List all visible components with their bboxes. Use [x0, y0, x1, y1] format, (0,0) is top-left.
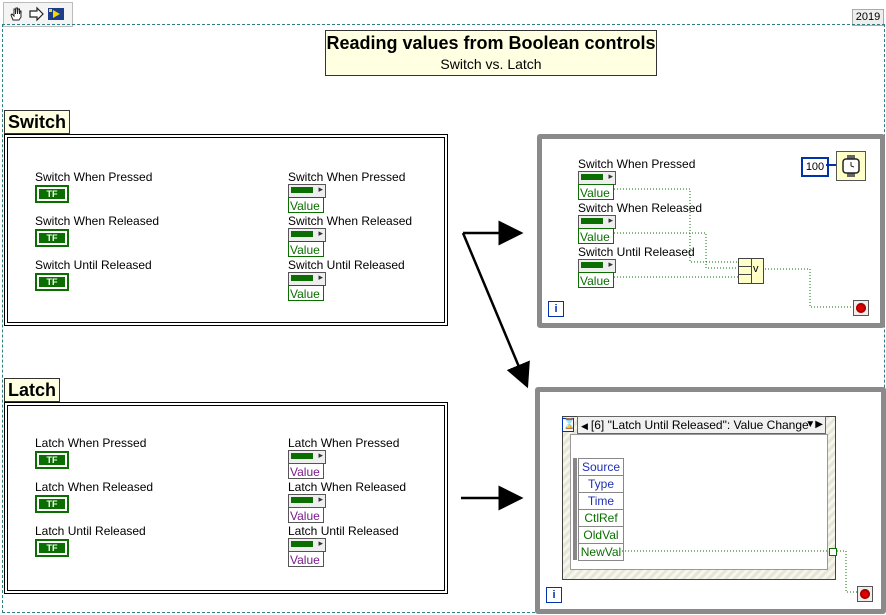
- latch-until-released-terminal[interactable]: TF: [35, 539, 69, 557]
- latch-until-released-pnode-label: Latch Until Released: [288, 524, 399, 538]
- compound-or-function[interactable]: v: [738, 258, 764, 284]
- event-data-type[interactable]: Type: [578, 475, 624, 493]
- loop2-iteration-terminal: i: [546, 587, 562, 603]
- switch-when-released-terminal[interactable]: TF: [35, 229, 69, 247]
- decrement-arrow-icon[interactable]: ◀: [581, 421, 588, 431]
- title-comment: Reading values from Boolean controls Swi…: [325, 30, 657, 76]
- loop1-iteration-terminal: i: [548, 301, 564, 317]
- switch-when-released-label: Switch When Released: [35, 214, 160, 228]
- loop1-switch-when-pressed-node[interactable]: ▸Value: [578, 171, 616, 201]
- latch-section-box: [4, 402, 448, 594]
- switch-when-pressed-property-node[interactable]: ▸Value: [288, 184, 326, 214]
- switch-section-label: Switch: [4, 110, 71, 134]
- loop2-stop-terminal[interactable]: [857, 586, 873, 602]
- arrow-switch-to-event: [461, 232, 530, 389]
- wait-wire: [826, 164, 836, 166]
- latch-until-released-property-node[interactable]: ▸Value: [288, 538, 326, 568]
- latch-when-released-label: Latch When Released: [35, 480, 154, 494]
- latch-when-released-pnode-label: Latch When Released: [288, 480, 407, 494]
- switch-when-pressed-terminal[interactable]: TF: [35, 185, 69, 203]
- event-data-time[interactable]: Time: [578, 492, 624, 510]
- dropdown-arrow-icon[interactable]: ▼▶: [805, 419, 823, 430]
- event-data-ctlref[interactable]: CtlRef: [578, 509, 624, 527]
- page-title: Reading values from Boolean controls: [326, 33, 656, 53]
- latch-when-released-terminal[interactable]: TF: [35, 495, 69, 513]
- highlight-bulb-icon[interactable]: [46, 4, 66, 24]
- latch-until-released-label: Latch Until Released: [35, 524, 146, 538]
- version-label: 2019: [852, 9, 884, 26]
- latch-when-pressed-terminal[interactable]: TF: [35, 451, 69, 469]
- switch-when-released-pnode-label: Switch When Released: [288, 214, 413, 228]
- loop1-pnode-label-released: Switch When Released: [578, 201, 703, 215]
- latch-when-pressed-pnode-label: Latch When Pressed: [288, 436, 400, 450]
- latch-section-label: Latch: [4, 378, 61, 402]
- loop1-stop-terminal[interactable]: [853, 300, 869, 316]
- switch-until-released-label: Switch Until Released: [35, 258, 152, 272]
- switch-when-pressed-pnode-label: Switch When Pressed: [288, 170, 406, 184]
- switch-when-released-property-node[interactable]: ▸Value: [288, 228, 326, 258]
- operate-hand-icon[interactable]: [6, 4, 26, 24]
- toolbar: [3, 2, 73, 27]
- run-arrow-icon[interactable]: [26, 4, 46, 24]
- switch-when-pressed-label: Switch When Pressed: [35, 170, 153, 184]
- switch-until-released-terminal[interactable]: TF: [35, 273, 69, 291]
- latch-when-pressed-label: Latch When Pressed: [35, 436, 147, 450]
- switch-section-box: [4, 134, 448, 326]
- wristwatch-icon: [842, 155, 860, 177]
- loop1-switch-until-released-node[interactable]: ▸Value: [578, 259, 616, 289]
- page-subtitle: Switch vs. Latch: [440, 56, 542, 72]
- event-tunnel: [829, 548, 837, 556]
- event-case-label: [6] "Latch Until Released": Value Change: [590, 418, 809, 432]
- event-data-oldval[interactable]: OldVal: [578, 526, 624, 544]
- switch-until-released-property-node[interactable]: ▸Value: [288, 272, 326, 302]
- wait-ms-function[interactable]: [836, 151, 866, 181]
- event-data-newval[interactable]: NewVal: [578, 543, 624, 561]
- wait-ms-constant[interactable]: 100: [801, 157, 829, 177]
- timeout-icon[interactable]: ⌛: [562, 418, 576, 432]
- latch-when-pressed-property-node[interactable]: ▸Value: [288, 450, 326, 480]
- event-data-node-bar: [573, 458, 577, 560]
- loop1-pnode-label-until: Switch Until Released: [578, 245, 695, 259]
- loop1-switch-when-released-node[interactable]: ▸Value: [578, 215, 616, 245]
- switch-until-released-pnode-label: Switch Until Released: [288, 258, 405, 272]
- loop1-pnode-label-pressed: Switch When Pressed: [578, 157, 696, 171]
- latch-when-released-property-node[interactable]: ▸Value: [288, 494, 326, 524]
- event-case-selector[interactable]: ◀[6] "Latch Until Released": Value Chang…: [577, 416, 826, 434]
